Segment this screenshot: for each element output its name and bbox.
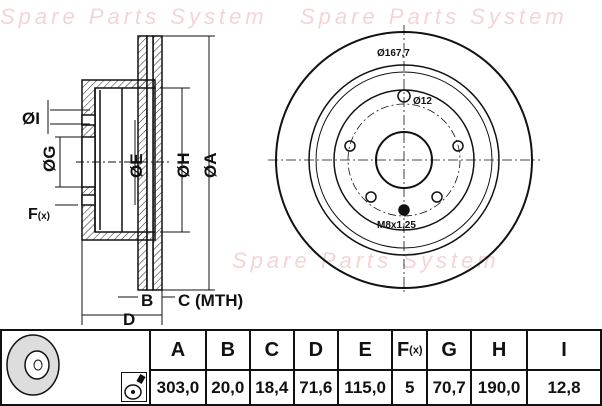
svg-text:B: B [141,291,153,310]
svg-text:M8x1,25: M8x1,25 [377,220,416,231]
section-labels: ØI ØG ØE ØH ØA F(x) B C (MTH) D [22,109,243,329]
header-I: I [526,329,602,371]
svg-text:Spare Parts System: Spare Parts System [232,248,500,273]
product-image-cell [0,329,151,406]
watermark: Spare Parts System Spare Parts System Sp… [0,4,568,273]
table-header-row: A B C D E F(x) G H I [0,329,602,406]
section-view [81,35,163,291]
svg-text:Spare Parts System: Spare Parts System [300,4,568,29]
dimensions-table: A B C D E F(x) G H I 303,0 20,0 18,4 71,… [0,329,602,406]
header-F-sub: (x) [409,344,423,357]
value-B: 20,0 [204,369,251,406]
value-G: 70,7 [426,369,473,406]
value-E: 115,0 [336,369,394,406]
svg-text:ØA: ØA [201,153,220,179]
header-G: G [426,329,473,371]
svg-text:ØE: ØE [127,153,146,178]
value-D: 71,6 [292,369,339,406]
front-view [268,25,540,295]
header-D: D [292,329,339,371]
value-H: 190,0 [470,369,528,406]
header-C: C [248,329,295,371]
svg-text:Ø12: Ø12 [413,96,432,107]
svg-text:ØH: ØH [174,153,193,179]
brake-disc-technical-drawing: Spare Parts System Spare Parts System Sp… [0,4,568,329]
header-E: E [336,329,394,371]
svg-text:F(x): F(x) [28,206,50,223]
svg-text:D: D [123,310,135,329]
header-F: F(x) [391,329,429,371]
front-labels: Ø167,7 Ø12 M8x1,25 [377,48,432,231]
svg-text:ØG: ØG [40,146,59,172]
spray-coating-icon [121,372,147,402]
value-F: 5 [391,369,429,406]
svg-text:Spare Parts System: Spare Parts System [0,4,268,29]
svg-text:ØI: ØI [22,109,40,128]
svg-text:C (MTH): C (MTH) [178,291,243,310]
value-I: 12,8 [526,369,602,406]
svg-text:Ø167,7: Ø167,7 [377,48,410,59]
header-F-label: F [396,338,410,361]
dimension-lines [47,35,215,325]
brake-disc-icon [6,334,60,396]
table-values-row: 303,0 20,0 18,4 71,6 115,0 5 70,7 190,0 … [1,369,602,406]
header-H: H [470,329,528,371]
header-A: A [149,329,207,371]
value-C: 18,4 [248,369,295,406]
header-B: B [204,329,251,371]
value-A: 303,0 [149,369,207,406]
